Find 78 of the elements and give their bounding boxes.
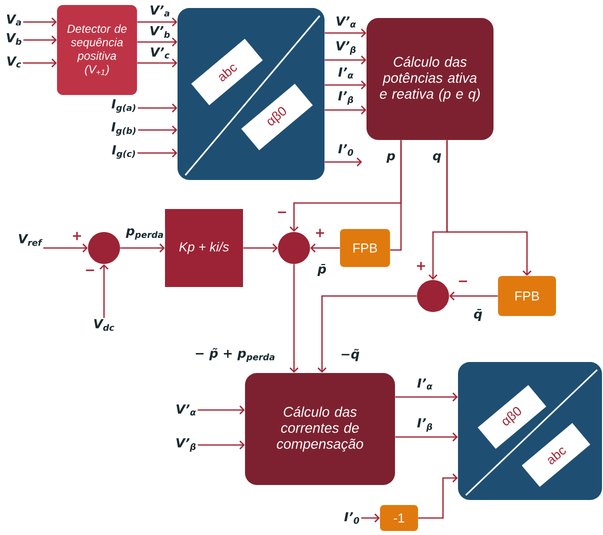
arrow [395,432,458,442]
controller-box: Kp + ki/s [165,209,243,287]
signal-label: I$_{g(b)}$ [111,122,136,136]
arrow [120,244,165,252]
signal-label: I’$_{0}$ [344,512,360,524]
summing-junction [278,232,310,264]
arrow [449,292,498,300]
edge-label: I’$_{α}$ [337,66,355,80]
arrow [446,140,532,276]
sign-label: − [278,212,286,214]
edge-label: I’$_{β}$ [416,417,434,433]
arrow [138,104,178,112]
edge-label: p [386,152,396,164]
gain-box: -1 [380,505,418,531]
arrow [23,18,57,26]
frame-tag: abc [522,423,590,487]
arrow [43,244,88,252]
arrow [137,58,178,68]
edge-label: V’$_{c}$ [148,46,172,60]
arrow [23,36,57,44]
edge-label: − p̃ + p$_{perda}$ [193,346,277,364]
arrow [290,264,298,373]
edge-label: V’$_{b}$ [148,25,172,39]
signal-label: I$_{g(c)}$ [112,145,135,159]
signal-label: V$_{c}$ [7,56,22,68]
arrow [198,406,245,414]
edge-label: V’$_{β}$ [334,40,358,56]
frame-tag: abc [191,38,263,106]
arrow [137,38,178,46]
filter-box: FPB [340,229,390,267]
arrow [361,514,380,522]
summing-junction [417,280,449,312]
summing-junction [88,232,120,264]
edge-label: I’$_{β}$ [336,90,356,106]
arrow [198,440,245,450]
process-box: Cálculo das correntes de compensação [245,373,395,485]
arrow [324,56,366,64]
arrow [138,148,178,158]
arrow [324,80,366,90]
arrow [324,28,366,38]
arrow [310,244,340,252]
arrow [290,140,402,232]
signal-label: V’$_{β}$ [176,438,196,452]
sign-label: − [86,270,94,272]
edge-label: I’$_{α}$ [416,377,434,390]
arrow [138,126,178,134]
frame-tag: αβ0 [478,385,546,449]
edge-label: q [432,152,442,164]
edge-label: V’$_{α}$ [334,16,358,28]
edge-label: p$_{perda}$ [124,227,166,241]
sign-label: + [72,232,82,240]
signal-label: V$_{dc}$ [94,319,114,331]
edge-label: q̄ [472,308,484,322]
edge-label: −q̃ [339,348,361,362]
signal-label: V$_{b}$ [6,33,22,45]
filter-box: FPB [498,276,556,316]
signal-label: I$_{g(a)}$ [112,99,136,113]
detector-box: Detector de sequência positiva (V$_{+1}$) [57,5,137,95]
edge-label: I’$_{0}$ [337,143,355,157]
arrow [100,264,108,318]
signal-label: V$_{a}$ [6,14,21,26]
sign-label: + [316,228,324,238]
arrow [418,474,458,519]
edge-label: V’$_{a}$ [148,4,172,18]
arrow [324,106,366,114]
frame-tag: αβ0 [241,84,313,150]
arrow [318,295,417,373]
edge-label: p̄ [316,262,328,278]
sign-label: + [416,262,426,270]
signal-label: V$_{ref}$ [18,234,43,246]
arrow [395,392,458,402]
signal-label: V’$_{α}$ [176,404,196,416]
process-box: Cálculo das potências ativa e reativa (p e q) [366,18,494,140]
arrow [22,58,57,68]
sign-label: − [458,280,468,282]
arrow [324,158,362,166]
arrow [137,18,178,26]
arrow [243,244,278,252]
